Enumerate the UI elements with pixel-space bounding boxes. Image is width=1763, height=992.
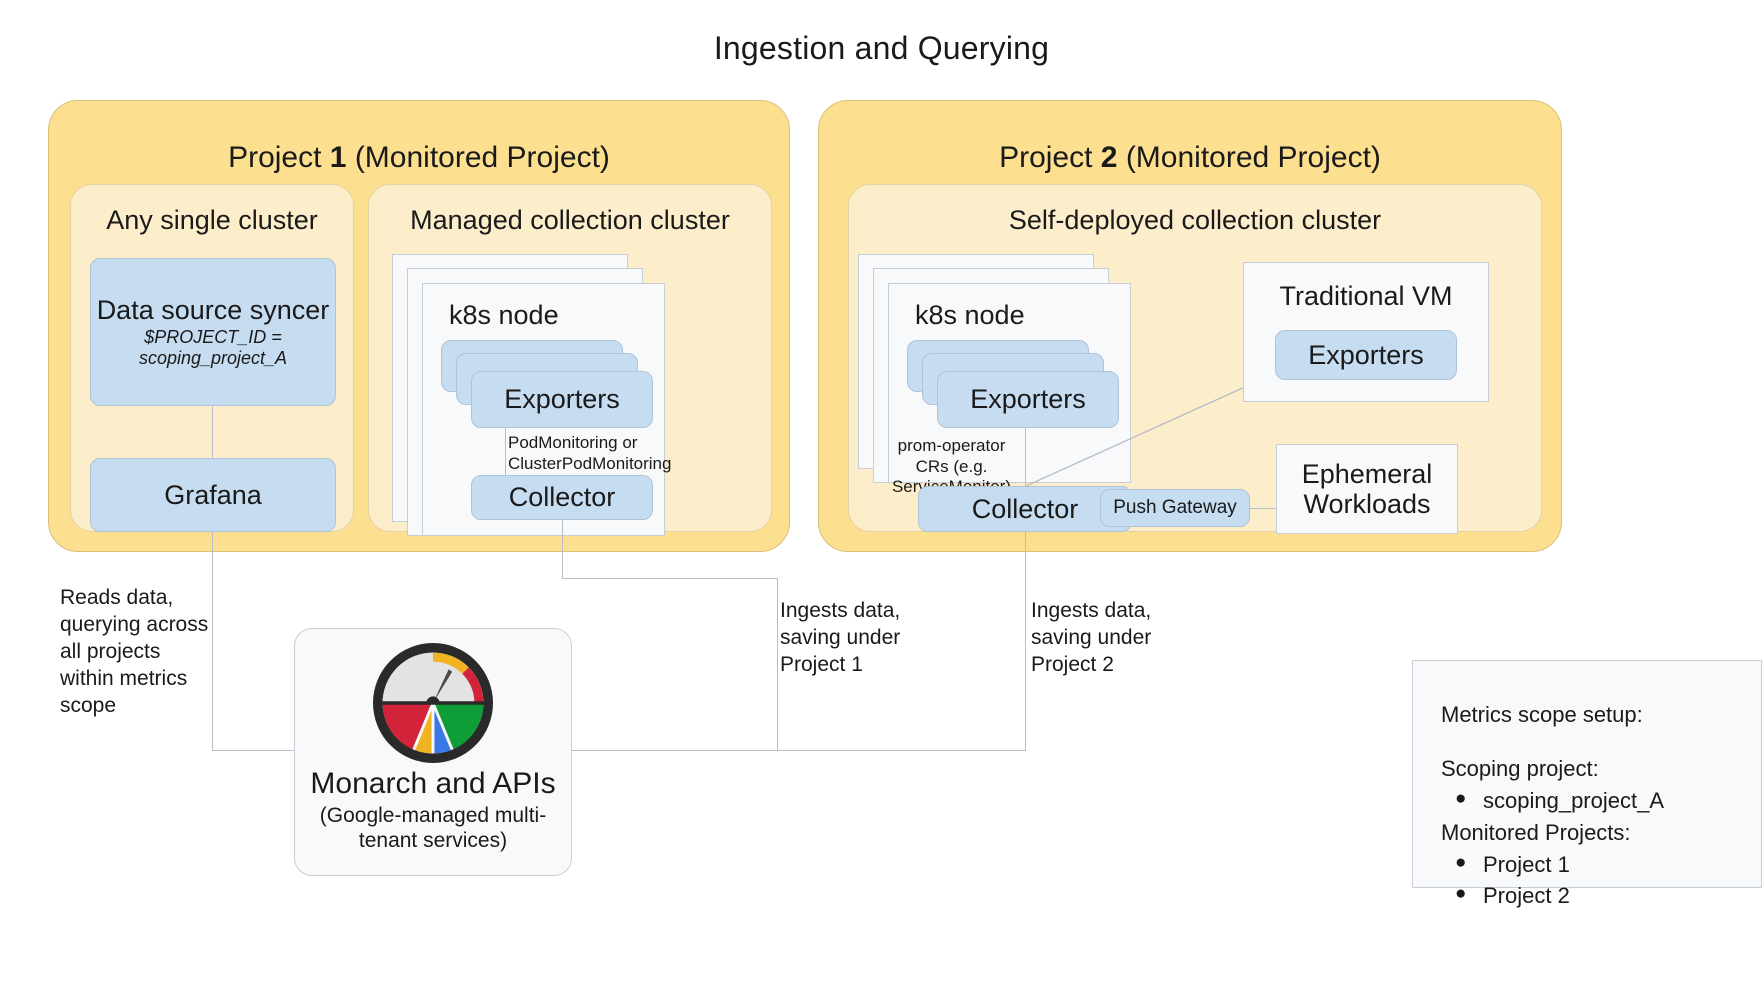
monarch-and-apis-card[interactable]: Monarch and APIs (Google-managed multi-t… [294,628,572,876]
collector-label-2: Collector [971,493,1079,524]
monarch-subtitle: (Google-managed multi-tenant services) [319,804,547,853]
exporters-box-vm[interactable]: Exporters [1275,330,1457,380]
cluster-managed-collection-title: Managed collection cluster [410,205,730,235]
exporters-box-self-deployed[interactable]: Exporters [937,371,1119,428]
metrics-scope-legend: Metrics scope setup: Scoping project: ● … [1412,660,1762,908]
monarch-title: Monarch and APIs [310,767,556,800]
k8s-node-label: k8s node [449,300,559,330]
bullet-icon: ● [1455,883,1467,905]
annotation-reads-data: Reads data, querying across all projects… [60,586,209,717]
bullet-icon: ● [1455,851,1467,873]
legend-item-scoping-project-a: ● scoping_project_A [1441,785,1761,817]
ephemeral-workloads-label: Ephemeral Workloads [1301,459,1433,520]
ephemeral-workloads-card[interactable]: Ephemeral Workloads [1276,444,1458,534]
edge-collector1-right [562,578,777,579]
grafana-label: Grafana [164,479,262,510]
edge-syncer-to-grafana [212,406,213,458]
edge-label-podmonitoring: PodMonitoring or ClusterPodMonitoring [508,433,672,473]
data-source-syncer-box[interactable]: Data source syncer $PROJECT_ID = scoping… [90,258,336,406]
legend-monitored-item-0: Project 1 [1483,851,1570,877]
edge-exporters-to-collector-self [1025,428,1026,486]
edge-collector2-down [1025,532,1026,750]
push-gateway-label: Push Gateway [1113,497,1237,519]
exporters-box-managed[interactable]: Exporters [471,371,653,428]
cluster-any-single-cluster-title: Any single cluster [106,205,318,235]
data-source-syncer-label: Data source syncer [96,295,330,326]
collector-box-managed[interactable]: Collector [471,475,653,520]
legend-heading: Metrics scope setup: [1441,702,1643,727]
edge-collector2-to-monarch [777,750,1026,751]
monarch-gauge-icon [373,643,493,763]
edge-pushgw-to-ephemeral [1250,508,1278,509]
k8s-node-label-2: k8s node [915,300,1025,330]
edge-collector1-down2 [777,578,778,750]
legend-item-project-2: ● Project 2 [1441,880,1761,912]
project-1-title: Project 1 (Monitored Project) [228,141,610,174]
legend-scoping-item-0: scoping_project_A [1483,787,1665,813]
exporters-label-2: Exporters [970,384,1086,415]
page-title: Ingestion and Querying [713,30,1050,66]
edge-exporters-to-collector-managed [505,428,506,475]
legend-item-project-1: ● Project 1 [1441,849,1761,881]
annotation-ingests-project-1: Ingests data, saving under Project 1 [780,599,901,676]
cluster-self-deployed-title: Self-deployed collection cluster [1008,205,1382,235]
edge-grafana-to-monarch [212,750,300,751]
legend-monitored-label: Monitored Projects: [1441,819,1631,845]
grafana-box[interactable]: Grafana [90,458,336,532]
legend-monitored-item-1: Project 2 [1483,883,1570,909]
project-2-title: Project 2 (Monitored Project) [999,141,1381,174]
edge-collector1-down [562,520,563,578]
collector-box-self-deployed[interactable]: Collector [918,486,1132,532]
bullet-icon: ● [1455,787,1467,809]
collector-label: Collector [508,482,616,513]
edge-collector1-to-monarch [570,750,778,751]
exporters-label: Exporters [504,384,620,415]
exporters-label-3: Exporters [1308,339,1424,370]
traditional-vm-label: Traditional VM [1279,281,1453,311]
edge-vm-exporters-to-collector [1025,371,1279,487]
legend-scoping-label: Scoping project: [1441,755,1599,781]
data-source-syncer-var: $PROJECT_ID = scoping_project_A [138,327,288,369]
annotation-ingests-project-2: Ingests data, saving under Project 2 [1031,599,1152,676]
push-gateway-box[interactable]: Push Gateway [1100,489,1250,527]
legend-spacer [1441,731,1761,753]
edge-grafana-down [212,532,213,750]
